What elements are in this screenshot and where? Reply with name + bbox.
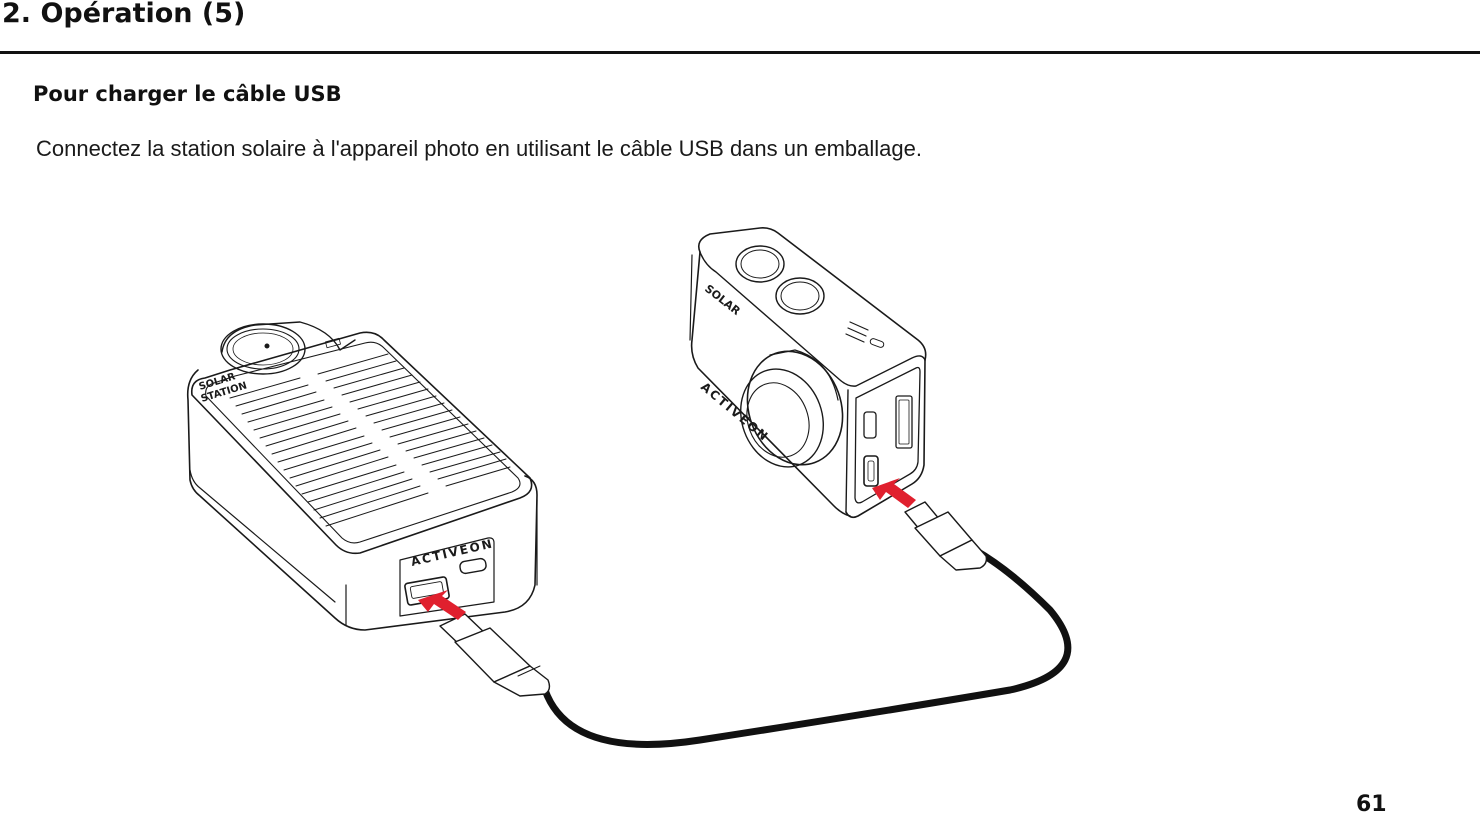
page-number: 61 <box>1356 792 1387 817</box>
solar-station-illustration: SOLAR STATION ACTIVEON <box>186 321 538 631</box>
section-title: 2. Opération (5) <box>2 0 246 29</box>
header-divider <box>0 51 1480 54</box>
usb-cable <box>439 501 1072 748</box>
camera-lens <box>746 350 844 466</box>
usb-a-plug <box>439 613 551 697</box>
power-button <box>220 323 306 375</box>
camera-illustration: SOLAR ACTIVEON <box>689 227 927 519</box>
micro-usb-plug <box>904 501 988 571</box>
camera-sd-slot <box>895 395 913 449</box>
insert-arrow-solar <box>418 590 466 620</box>
camera-usb-port <box>863 455 879 487</box>
insert-arrow-camera <box>872 478 916 508</box>
camera-button-2 <box>775 277 825 315</box>
micro-usb-port <box>459 557 487 575</box>
solar-station-brand: ACTIVEON <box>410 536 495 569</box>
camera-model-label: SOLAR <box>702 282 743 318</box>
camera-button-1 <box>735 245 785 283</box>
subtitle: Pour charger le câble USB <box>33 82 342 106</box>
camera-brand-label: ACTIVEON <box>698 380 772 445</box>
instruction-text: Connectez la station solaire à l'apparei… <box>36 136 922 161</box>
camera-hdmi-port <box>863 411 877 439</box>
